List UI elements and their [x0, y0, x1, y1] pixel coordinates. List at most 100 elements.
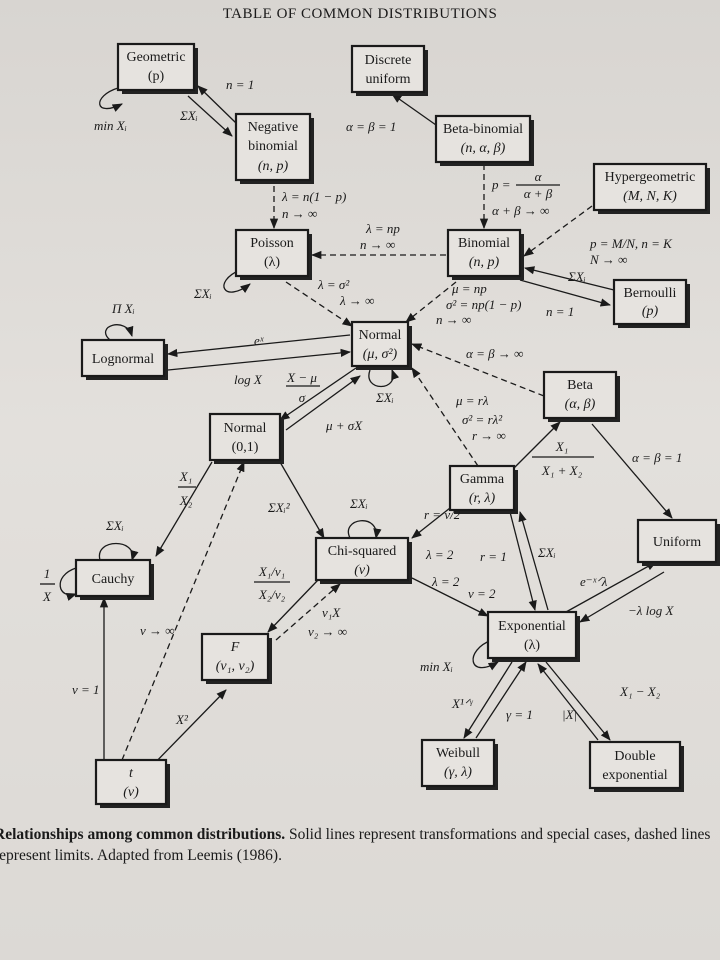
node-poisson-params: (λ): [264, 255, 280, 270]
edges: [59, 85, 673, 771]
label-gn-mu: μ = rλ: [455, 393, 489, 408]
node-cauchy: Cauchy: [74, 558, 154, 600]
node-betabin-name: Beta-binomial: [443, 122, 523, 137]
label-ew-pow: X¹ᐟᵞ: [451, 696, 473, 711]
label-cau-inv-num: 1: [44, 566, 51, 581]
edge-binomial-normal: [405, 281, 457, 323]
node-stdnormal-name: Normal: [224, 421, 267, 436]
node-weibull-params: (γ, λ): [444, 765, 472, 780]
label-ed-abs: |X|: [562, 707, 577, 722]
label-beta-inf: α = β → ∞: [466, 346, 523, 361]
node-exponential-params: (λ): [524, 638, 540, 653]
edge-f-chisq: [275, 583, 341, 641]
node-normal: Normal (μ, σ²): [350, 320, 412, 370]
label-bb-inf: α + β → ∞: [492, 203, 549, 218]
node-t: t (ν): [94, 758, 170, 808]
node-t-params: (ν): [123, 785, 139, 800]
node-negbin-params: (n, p): [258, 159, 289, 174]
node-discrete-uniform: Discrete uniform: [350, 44, 428, 96]
label-f-inf: ν₂ → ∞: [308, 624, 347, 639]
node-normal-params: (μ, σ²): [363, 347, 398, 362]
node-gamma: Gamma (r, λ): [448, 464, 518, 514]
edge-gamma-chisq: [411, 507, 451, 539]
label-pb-lam: λ = np: [365, 221, 400, 236]
edge-exponential-uniform: [565, 561, 657, 613]
node-poisson-name: Poisson: [250, 236, 294, 251]
edge-beta-normal: [411, 343, 545, 397]
node-negbin-line2: binomial: [248, 139, 298, 154]
node-standard-normal: Normal (0,1): [208, 412, 284, 464]
edge-poisson-normal: [285, 281, 353, 327]
label-bb-ab1: α = β = 1: [346, 119, 396, 134]
node-uniform-name: Uniform: [653, 535, 701, 550]
label-geo-n1: n = 1: [226, 77, 254, 92]
label-bb-frac-num: α: [535, 169, 543, 184]
label-ed-diff: X₁ − X₂: [619, 684, 661, 699]
node-doubleexp-name: Double: [614, 749, 655, 764]
label-bn-sigma: σ² = np(1 − p): [446, 297, 522, 312]
node-chi-squared: Chi-squared (ν): [314, 536, 412, 584]
caption-bold: Relationships among common distributions…: [0, 826, 286, 843]
node-weibull-name: Weibull: [436, 746, 480, 761]
label-ew-g1: γ = 1: [506, 707, 533, 722]
label-f-den: X₂/ν₂: [258, 587, 286, 602]
node-exponential: Exponential (λ): [486, 610, 580, 662]
label-bb-p: p =: [491, 177, 511, 192]
node-discrete-uniform-line2: uniform: [365, 72, 410, 87]
edge-poisson-self: [223, 269, 251, 294]
label-cau-inv-den: X: [42, 589, 52, 604]
label-gn-sigma: σ² = rλ²: [462, 412, 503, 427]
node-negbin-name: Negative: [248, 120, 299, 135]
node-hyper-params: (M, N, K): [623, 189, 677, 204]
caption-text: Solid lines represent transformations an…: [0, 826, 711, 864]
node-chisq-params: (ν): [354, 563, 370, 578]
edge-bernoulli-binomial: [523, 266, 615, 291]
node-bernoulli: Bernoulli (p): [612, 278, 690, 328]
node-geometric-params: (p): [148, 69, 165, 84]
edge-hyper-binomial: [523, 205, 593, 257]
node-f: F (ν₁, ν₂): [200, 632, 272, 684]
edge-exponential-weibull: [463, 661, 513, 739]
edge-weibull-exponential: [475, 661, 527, 739]
node-stdnormal-params: (0,1): [232, 440, 259, 455]
label-hyp-ninf: N → ∞: [589, 252, 627, 267]
edge-chisq-f: [267, 579, 319, 633]
node-binomial-name: Binomial: [458, 236, 510, 251]
label-exp-min: min Xᵢ: [420, 659, 453, 674]
edge-uniform-exponential: [579, 571, 665, 623]
edge-cauchy-inv-self: [59, 567, 77, 601]
edge-gamma-beta: [511, 421, 561, 471]
label-pois-lam: λ = σ²: [317, 277, 350, 292]
label-tc-inf: ν → ∞: [140, 623, 175, 638]
node-beta-binomial: Beta-binomial (n, α, β): [434, 114, 534, 166]
edge-lognormal-normal: [167, 348, 352, 371]
label-eu-log: −λ log X: [628, 603, 675, 618]
label-std-inv: μ + σX: [325, 418, 363, 433]
node-t-name: t: [129, 766, 134, 781]
edge-binomial-bernoulli: [519, 279, 612, 307]
label-pois-inf: λ → ∞: [339, 293, 374, 308]
label-bu-ab: α = β = 1: [632, 450, 682, 465]
label-ce-nu: ν = 2: [468, 586, 496, 601]
edge-stdnormal-cauchy: [155, 461, 213, 557]
edge-normal-stdnormal: [279, 367, 357, 421]
label-std-num: X − μ: [286, 370, 317, 385]
label-pb-ninf: n → ∞: [360, 237, 395, 252]
label-gb-den: X₁ + X₂: [541, 463, 583, 478]
label-pois-sum: ΣXᵢ: [193, 286, 212, 301]
node-binomial: Binomial (n, p): [446, 228, 524, 280]
node-gamma-name: Gamma: [460, 472, 505, 487]
node-hyper-name: Hypergeometric: [605, 170, 696, 185]
node-beta-params: (α, β): [565, 397, 596, 412]
node-f-params: (ν₁, ν₂): [216, 659, 255, 674]
label-ln-prod: Π Xᵢ: [111, 301, 135, 316]
label-bern-n1: n = 1: [546, 304, 574, 319]
edge-exponential-self: [472, 639, 499, 671]
node-beta-name: Beta: [567, 378, 593, 393]
label-bern-sum: ΣXᵢ: [567, 269, 586, 284]
node-f-name: F: [230, 640, 240, 655]
label-ge-sum: ΣXᵢ: [537, 545, 556, 560]
label-chi-sum: ΣXᵢ: [349, 496, 368, 511]
edge-betabin-discunif: [391, 93, 437, 126]
